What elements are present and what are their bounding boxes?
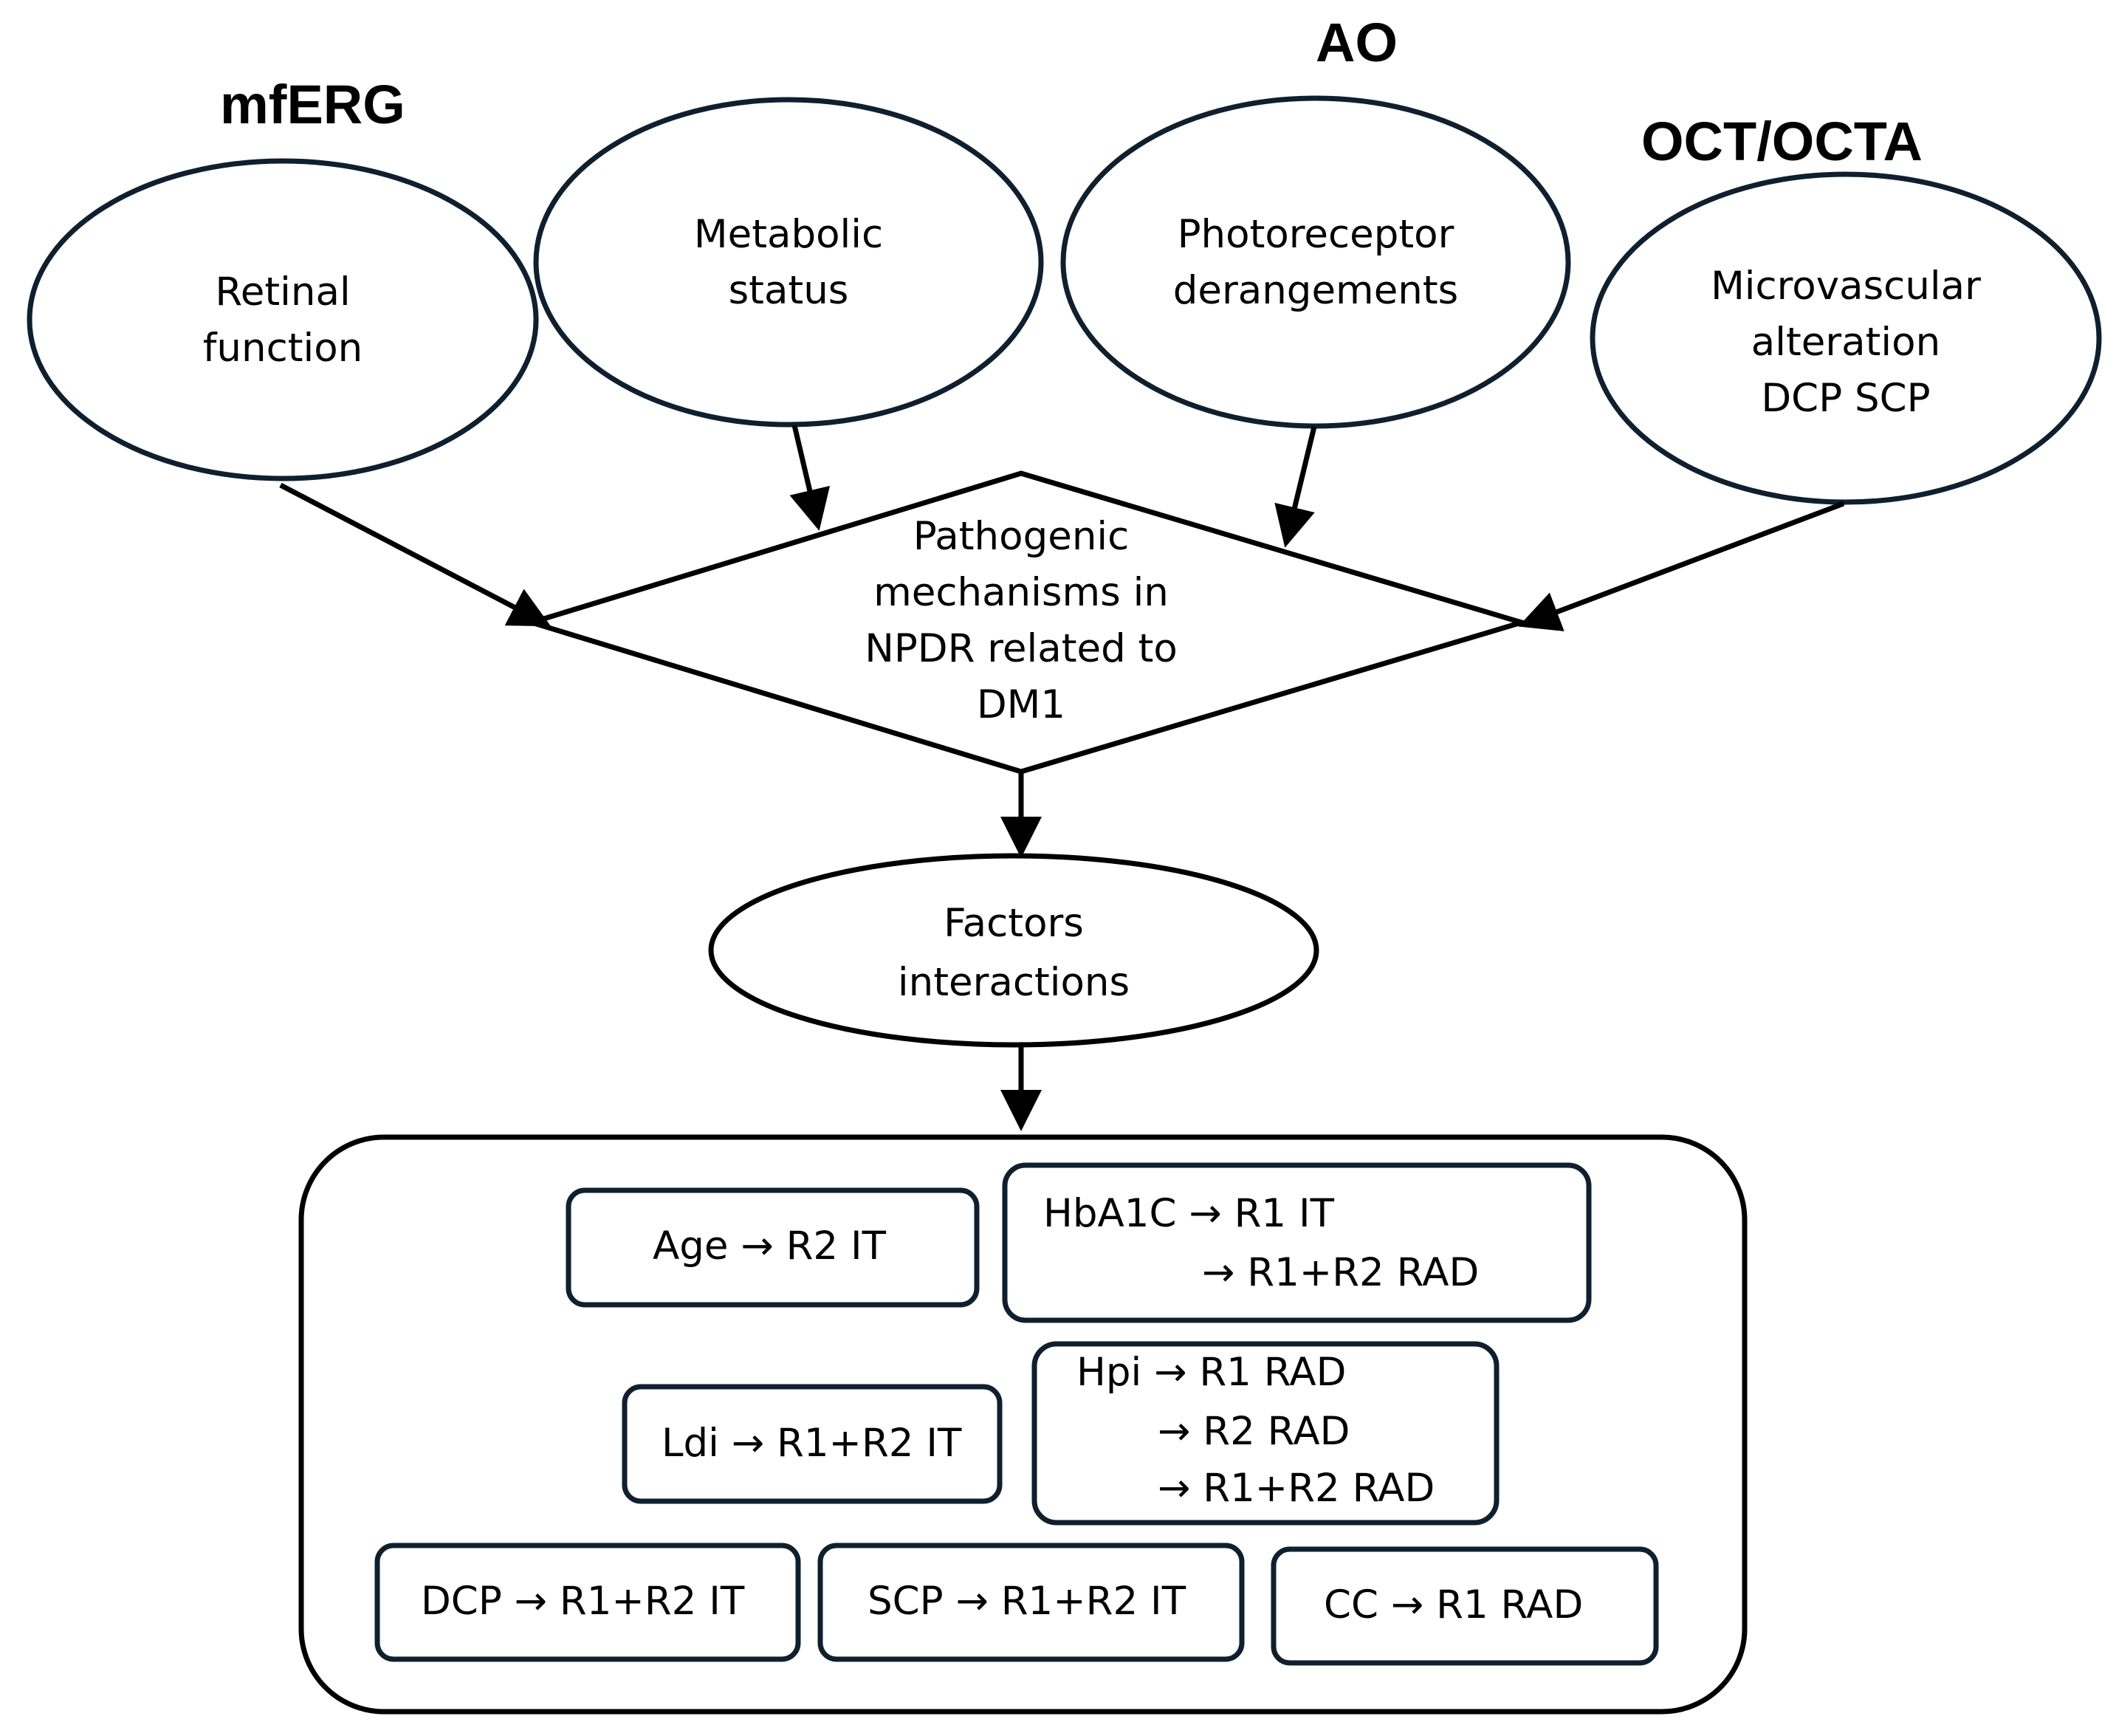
result-dcp: DCP → R1+R2 IT <box>421 1579 745 1624</box>
factors-label-line: Factors <box>944 901 1084 946</box>
oval-label-photoreceptor-derangements: Photoreceptor derangements <box>1116 207 1515 319</box>
result-hpi-line-1: Hpi → R1 RAD <box>1076 1350 1347 1395</box>
result-hba1c-line-2: → R1+R2 RAD <box>1202 1250 1480 1295</box>
result-ldi: Ldi → R1+R2 IT <box>662 1421 962 1466</box>
oval-label-line: Microvascular <box>1711 264 1981 309</box>
diamond-label-line: DM1 <box>976 682 1066 727</box>
result-box-cc <box>1271 1546 1659 1666</box>
result-box-hba1c <box>1002 1162 1592 1323</box>
arrow-metabolic-to-diamond <box>789 425 831 531</box>
oval-label-line: status <box>728 268 849 313</box>
diamond-label-line: NPDR related to <box>865 626 1178 671</box>
oval-label-line: function <box>202 326 363 371</box>
result-box-age <box>566 1187 980 1308</box>
arrow-retinal-to-diamond <box>279 482 552 627</box>
oval-label-metabolic-status: Metabolic status <box>604 207 973 319</box>
oval-label-line: alteration <box>1751 320 1941 365</box>
method-title-oct-octa: OCT/OCTA <box>1641 111 1923 172</box>
oval-label-line: derangements <box>1172 268 1459 313</box>
factors-label: Factors interactions <box>829 894 1198 1012</box>
oval-label-line: Metabolic <box>693 212 884 257</box>
oval-factors-interactions <box>708 853 1319 1048</box>
oval-label-retinal-function: Retinal function <box>135 264 430 377</box>
oval-retinal-function <box>27 158 539 481</box>
result-hba1c-line-1: HbA1C → R1 IT <box>1043 1191 1334 1236</box>
result-box-hpi <box>1031 1341 1500 1526</box>
result-age: Age → R2 IT <box>653 1224 887 1269</box>
oval-label-line: DCP SCP <box>1761 376 1931 421</box>
oval-microvascular-alteration <box>1590 171 2102 505</box>
oval-photoreceptor-derangements <box>1060 95 1571 429</box>
oval-metabolic-status <box>533 97 1044 428</box>
arrow-microvascular-to-diamond <box>1518 501 1845 631</box>
result-hpi-line-2: → R2 RAD <box>1158 1409 1350 1454</box>
diamond-label-line: mechanisms in <box>873 570 1169 615</box>
result-box-scp <box>817 1543 1245 1662</box>
diamond-label-line: Pathogenic <box>913 514 1130 559</box>
result-box-ldi <box>622 1384 1003 1504</box>
result-scp: SCP → R1+R2 IT <box>868 1579 1186 1624</box>
oval-label-line: Photoreceptor <box>1177 212 1454 257</box>
factors-label-line: interactions <box>897 960 1130 1005</box>
method-title-mferg: mfERG <box>220 74 405 135</box>
result-box-dcp <box>374 1543 801 1662</box>
result-hpi-line-3: → R1+R2 RAD <box>1158 1466 1435 1511</box>
method-title-ao: AO <box>1316 12 1398 73</box>
oval-label-microvascular-alteration: Microvascular alteration DCP SCP <box>1646 258 2045 427</box>
diamond-label: Pathogenic mechanisms in NPDR related to… <box>800 509 1243 733</box>
oval-label-line: Retinal <box>215 270 351 315</box>
result-cc: CC → R1 RAD <box>1324 1582 1584 1627</box>
arrow-photoreceptor-to-diamond <box>1274 426 1317 548</box>
